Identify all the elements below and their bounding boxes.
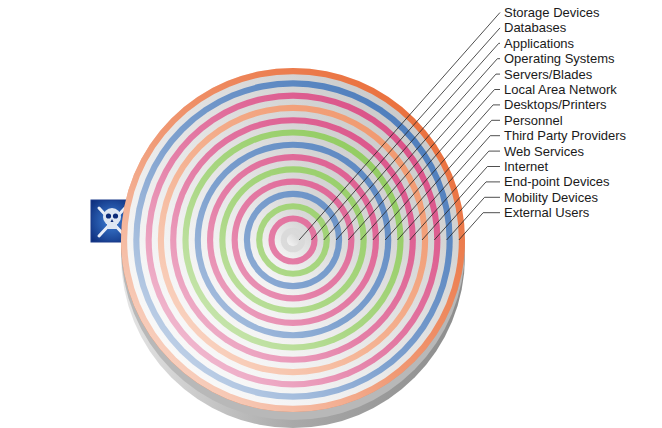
leader-line [311, 28, 500, 240]
layer-label: Servers/Blades [504, 67, 592, 82]
layer-label: Personnel [504, 113, 563, 128]
layer-label: Applications [504, 36, 574, 51]
layer-label: Desktops/Printers [504, 97, 607, 112]
ring-band [121, 68, 465, 412]
layer-label: Storage Devices [504, 5, 599, 20]
leader-line [422, 167, 500, 241]
layer-label: End-point Devices [504, 174, 610, 189]
leader-line [459, 213, 500, 240]
layer-label: Databases [504, 20, 566, 35]
layer-label: Third Party Providers [504, 128, 626, 143]
leader-line [299, 13, 500, 241]
leader-line [410, 151, 500, 240]
concentric-rings [121, 68, 465, 428]
leader-line [447, 197, 500, 240]
leader-line [397, 136, 500, 240]
leader-line [434, 182, 500, 240]
layer-label: Mobility Devices [504, 190, 598, 205]
layer-label: External Users [504, 205, 589, 220]
layer-label: Local Area Network [504, 82, 617, 97]
leader-line [336, 59, 500, 240]
leader-lines [299, 13, 500, 241]
leader-line [324, 43, 500, 240]
leader-line [373, 105, 500, 240]
layer-label: Web Services [504, 144, 584, 159]
leader-line [361, 90, 500, 241]
leader-line [385, 120, 500, 240]
layer-label: Internet [504, 159, 548, 174]
layer-label: Operating Systems [504, 51, 615, 66]
ring-shading [121, 68, 465, 412]
leader-line [348, 74, 500, 240]
